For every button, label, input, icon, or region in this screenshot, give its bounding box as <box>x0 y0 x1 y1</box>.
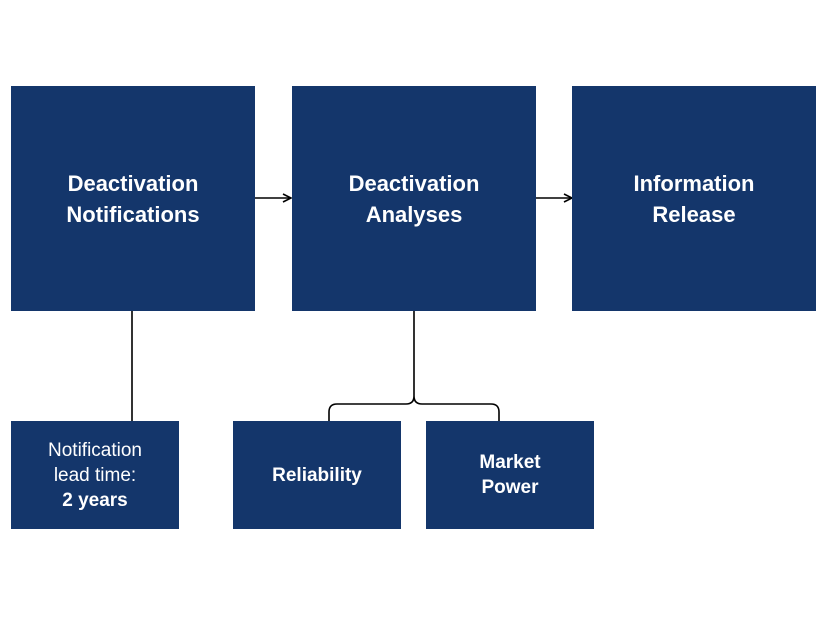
deactivation-notifications-line2: Notifications <box>66 201 200 227</box>
reliability-label: Reliability <box>272 464 362 486</box>
lead-time-line2: lead time: <box>53 464 137 486</box>
information-release-line2: Release <box>652 201 736 227</box>
information-release-line1: Information <box>633 170 755 196</box>
notification-lead-time-box: Notification lead time: 2 years <box>11 421 179 529</box>
deactivation-analyses-line1: Deactivation <box>348 170 480 196</box>
lead-time-line1: Notification <box>48 439 142 461</box>
market-power-box: Market Power <box>426 421 594 529</box>
deactivation-analyses-box: Deactivation Analyses <box>292 86 536 311</box>
deactivation-notifications-box: Deactivation Notifications <box>11 86 255 311</box>
market-power-line2: Power <box>481 477 539 498</box>
reliability-box: Reliability <box>233 421 401 529</box>
lead-time-value: 2 years <box>62 489 128 511</box>
deactivation-notifications-line1: Deactivation <box>67 170 199 196</box>
brace-analyses-to-sub-boxes <box>328 311 500 421</box>
deactivation-analyses-line2: Analyses <box>365 201 463 227</box>
market-power-line1: Market <box>479 452 541 473</box>
information-release-box: Information Release <box>572 86 816 311</box>
